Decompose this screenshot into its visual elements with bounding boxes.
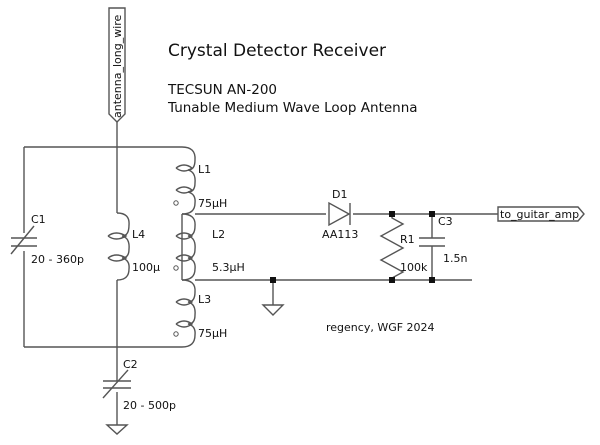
subtitle-line-2: Tunable Medium Wave Loop Antenna: [167, 100, 418, 116]
junction-dot: [389, 211, 395, 217]
l4-value: 100µ: [132, 261, 160, 274]
l4-ref: L4: [132, 228, 145, 241]
junction-dot: [429, 211, 435, 217]
capacitor-c3: C3 1.5n: [419, 215, 467, 265]
l3-value: 75µH: [198, 327, 227, 340]
c2-value: 20 - 500p: [123, 399, 176, 412]
antenna-port-label: antenna_long_wire: [111, 14, 124, 118]
r1-value: 100k: [400, 261, 428, 274]
inductor-l1: L1 75µH: [173, 146, 227, 215]
ground-icon: [261, 304, 285, 316]
junction-dot: [429, 277, 435, 283]
output-port-label: to_guitar_amp: [500, 208, 579, 221]
antenna-port: antenna_long_wire: [108, 7, 126, 123]
d1-value: AA113: [322, 228, 358, 241]
l3-ref: L3: [198, 293, 211, 306]
schematic-title: Crystal Detector Receiver: [168, 41, 386, 61]
l2-value: 5.3µH: [212, 261, 245, 274]
ground-icon: [105, 424, 129, 435]
diode-d1: D1 AA113: [322, 188, 358, 241]
c2-ref: C2: [123, 358, 138, 371]
inductor-l2: L2 5.3µH: [173, 213, 245, 281]
l1-ref: L1: [198, 163, 211, 176]
resistor-r1: R1 100k: [379, 214, 428, 280]
r1-ref: R1: [400, 233, 415, 246]
c3-value: 1.5n: [443, 252, 467, 265]
inductor-l3: L3 75µH: [173, 279, 227, 348]
c3-ref: C3: [438, 215, 453, 228]
credit-text: regency, WGF 2024: [326, 321, 435, 334]
variable-capacitor-c2: C2 20 - 500p: [102, 358, 176, 412]
inductor-l4: L4 100µ: [107, 212, 160, 281]
junction-dot: [270, 277, 276, 283]
junctions: [270, 211, 435, 283]
polarity-dot: [173, 265, 179, 271]
l1-value: 75µH: [198, 197, 227, 210]
junction-dot: [389, 277, 395, 283]
c1-ref: C1: [31, 213, 46, 226]
polarity-dot: [173, 200, 179, 206]
d1-ref: D1: [332, 188, 347, 201]
polarity-dot: [173, 331, 179, 337]
output-port: to_guitar_amp: [497, 206, 585, 222]
wires: [23, 122, 498, 425]
l2-ref: L2: [212, 228, 225, 241]
subtitle-line-1: TECSUN AN-200: [167, 82, 277, 98]
c1-value: 20 - 360p: [31, 253, 84, 266]
variable-capacitor-c1: C1 20 - 360p: [10, 213, 84, 266]
